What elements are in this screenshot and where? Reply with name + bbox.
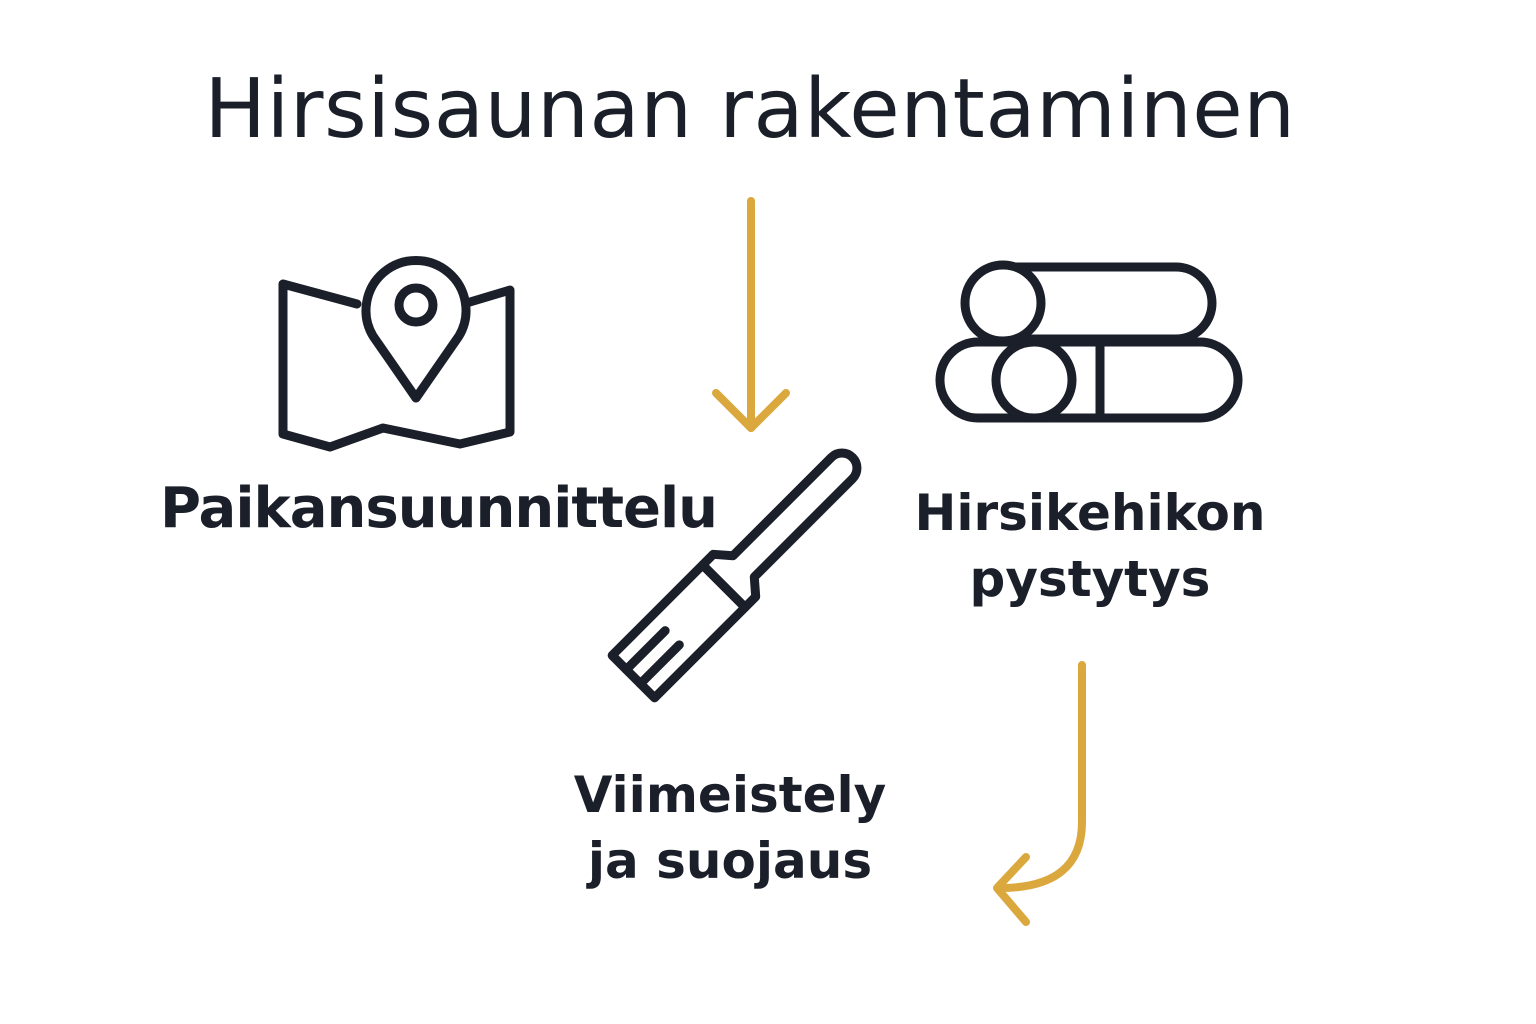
pin-dot xyxy=(394,283,438,327)
log-top-body xyxy=(1003,262,1217,344)
step-label-finishing-line-2: ja suojaus xyxy=(587,832,873,890)
arrow-curved-right xyxy=(993,661,1086,926)
arrow-down-center xyxy=(712,197,790,432)
step-label-finishing: Viimeistely ja suojaus xyxy=(540,762,920,894)
step-label-log-frame-line-2: pystytys xyxy=(969,550,1211,608)
log-bottom-right-end xyxy=(991,337,1077,423)
map-outline xyxy=(278,279,515,452)
step-label-finishing-line-1: Viimeistely xyxy=(573,766,887,824)
logs-icon xyxy=(935,260,1243,423)
log-top-end xyxy=(960,260,1046,346)
brush-ferrule xyxy=(698,448,862,612)
step-label-log-frame-line-1: Hirsikehikon xyxy=(914,484,1266,542)
diagram-title: Hirsisaunan rakentaminen xyxy=(204,62,1296,157)
map-pin-icon xyxy=(278,255,515,452)
paintbrush-icon xyxy=(607,448,862,703)
log-bottom-right-body xyxy=(1034,337,1243,423)
step-label-planning: Paikansuunnittelu xyxy=(160,476,718,541)
pin-outline xyxy=(361,255,471,403)
step-label-log-frame: Hirsikehikon pystytys xyxy=(900,480,1280,612)
